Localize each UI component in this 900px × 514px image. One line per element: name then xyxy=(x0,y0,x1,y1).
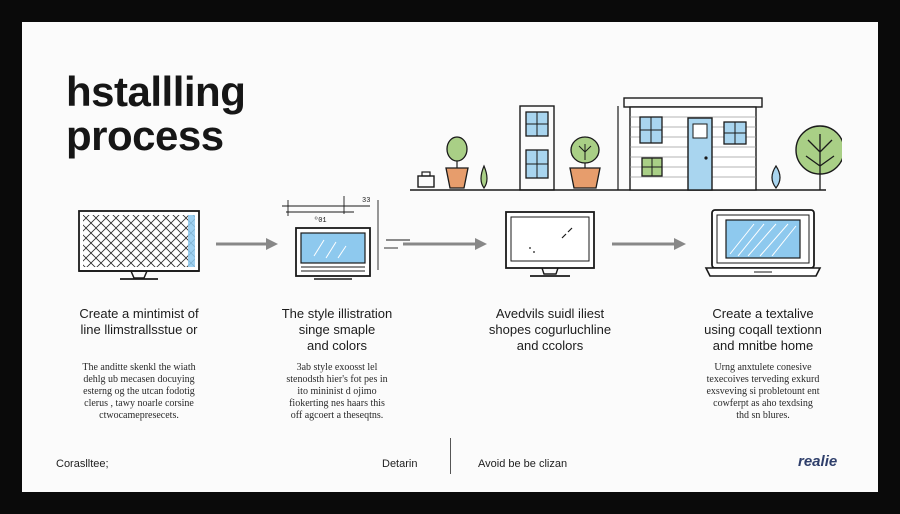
arrow-right-icon xyxy=(403,238,487,250)
title-line-1: hstallling xyxy=(66,68,246,115)
slide: hstallling process xyxy=(22,22,878,492)
svg-text:º01: º01 xyxy=(314,217,327,225)
step-2-description: 3ab style exoosst lel stenodsth hier's f… xyxy=(286,362,388,421)
title-line-2: process xyxy=(66,112,224,159)
page-title: hstallling process xyxy=(66,68,246,159)
step-4-description: Urng anxtulete conesive texecoives terve… xyxy=(706,362,820,421)
step-1-heading: Create a mintimist of line llimstrallsst… xyxy=(79,306,199,337)
footer-middle-label: Detarin xyxy=(382,458,418,470)
step-1-description: The anditte skenkl the wiath dehlg ub me… xyxy=(82,362,196,421)
footer-divider xyxy=(450,438,451,474)
toolbox-icon xyxy=(417,171,435,188)
footer-left-label: Coraslltee; xyxy=(56,458,109,470)
step-2-monitor-icon: 33 º01 xyxy=(282,196,410,280)
house-icon xyxy=(623,97,763,191)
step-3-heading: Avedvils suidl iliest shopes cogurluchli… xyxy=(488,306,612,353)
window-tower-icon xyxy=(519,105,555,191)
arrow-right-icon xyxy=(216,238,278,250)
arrow-right-icon xyxy=(612,238,686,250)
step-4-laptop-icon xyxy=(704,209,822,277)
tree-icon xyxy=(795,125,842,190)
svg-text:33: 33 xyxy=(362,197,370,205)
step-2-heading: The style illistration singe smaple and … xyxy=(281,306,393,353)
potted-plant-icon xyxy=(445,136,469,189)
step-1-monitor-icon xyxy=(78,210,200,280)
garden-lamp-icon xyxy=(771,164,781,189)
brand-logo: realie xyxy=(798,453,838,470)
step-4-heading: Create a textalive using coqall textionn… xyxy=(704,306,822,353)
vase-icon xyxy=(480,164,488,190)
step-3-monitor-icon xyxy=(505,211,595,277)
house-scene-illustration xyxy=(410,97,842,191)
footer-right-label: Avoid be be clizan xyxy=(478,458,568,470)
potted-tree-icon xyxy=(569,136,601,189)
